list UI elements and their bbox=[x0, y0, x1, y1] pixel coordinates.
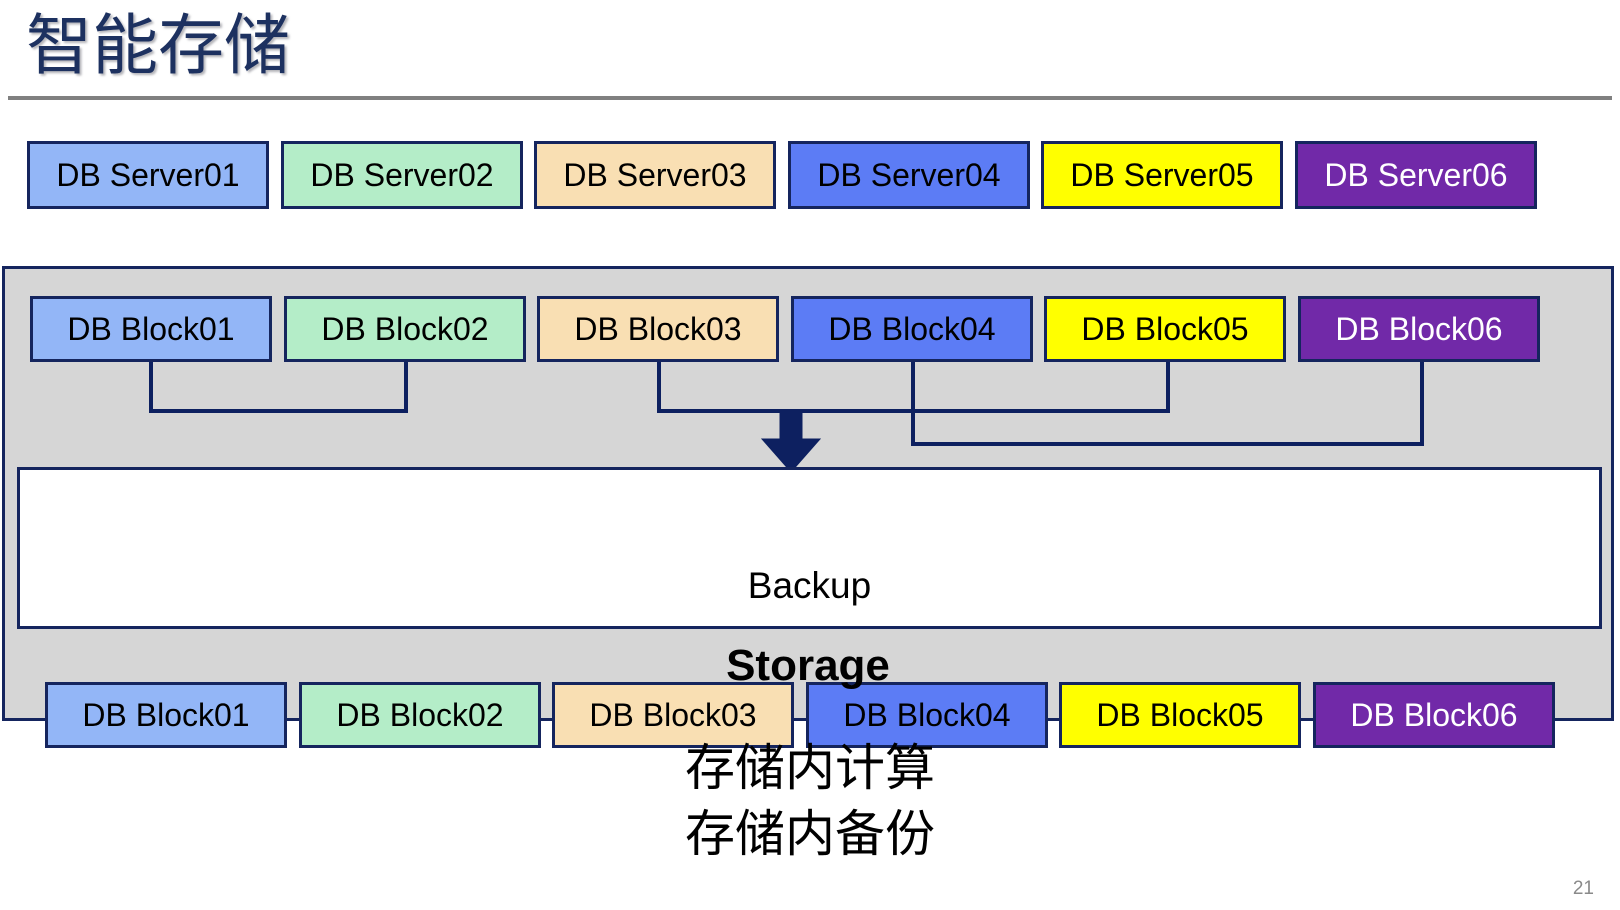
connector-block04-block06-join-segment bbox=[911, 442, 1424, 446]
db-block-backup-box-label: DB Block05 bbox=[1096, 697, 1264, 733]
connector-block03-block05-left-segment bbox=[657, 362, 661, 413]
db-block-box-1[interactable]: DB Block01 bbox=[30, 296, 272, 362]
storage-container: DB Block01 DB Block02 DB Block03 DB Block04… bbox=[2, 266, 1614, 748]
title-divider bbox=[8, 96, 1612, 100]
db-server-box-label: DB Server04 bbox=[817, 157, 1001, 193]
db-server-box-label: DB Server05 bbox=[1070, 157, 1254, 193]
db-block-box-2[interactable]: DB Block02 bbox=[284, 296, 526, 362]
connector-block01-block02-join-segment bbox=[149, 409, 408, 413]
db-block-box-label: DB Block05 bbox=[1081, 311, 1249, 347]
db-block-backup-box-1[interactable]: DB Block01 bbox=[45, 682, 287, 748]
backup-arrow-icon bbox=[760, 410, 822, 478]
backup-label: Backup bbox=[747, 565, 872, 606]
db-block-backup-box-label: DB Block02 bbox=[336, 697, 504, 733]
page-title: 智能存储 bbox=[26, 8, 290, 82]
db-block-box-6[interactable]: DB Block06 bbox=[1298, 296, 1540, 362]
db-block-box-label: DB Block06 bbox=[1335, 311, 1503, 347]
db-block-backup-box-label: DB Block01 bbox=[82, 697, 250, 733]
db-server-box-label: DB Server02 bbox=[310, 157, 494, 193]
connector-block04-block06-right-segment bbox=[1420, 362, 1424, 446]
db-server-box-2[interactable]: DB Server02 bbox=[281, 141, 523, 209]
db-server-box-4[interactable]: DB Server04 bbox=[788, 141, 1030, 209]
db-server-box-5[interactable]: DB Server05 bbox=[1041, 141, 1283, 209]
caption-line-1: 存储内计算 bbox=[685, 740, 935, 796]
connector-block04-block06-left-segment bbox=[911, 362, 915, 446]
db-block-backup-box-6[interactable]: DB Block06 bbox=[1313, 682, 1555, 748]
db-block-box-label: DB Block03 bbox=[574, 311, 742, 347]
db-server-box-label: DB Server01 bbox=[56, 157, 240, 193]
db-server-box-1[interactable]: DB Server01 bbox=[27, 141, 269, 209]
connector-block01-block02-right-segment bbox=[404, 362, 408, 413]
db-server-box-label: DB Server06 bbox=[1324, 157, 1508, 193]
db-block-box-5[interactable]: DB Block05 bbox=[1044, 296, 1286, 362]
db-block-backup-box-label: DB Block04 bbox=[843, 697, 1011, 733]
db-block-backup-box-label: DB Block06 bbox=[1350, 697, 1518, 733]
db-server-box-3[interactable]: DB Server03 bbox=[534, 141, 776, 209]
storage-label: Storage bbox=[726, 641, 890, 690]
db-block-box-3[interactable]: DB Block03 bbox=[537, 296, 779, 362]
backup-panel: DB Block01 DB Block02 DB Block03 DB Block04… bbox=[17, 467, 1602, 748]
db-block-backup-box-label: DB Block03 bbox=[589, 697, 757, 733]
caption-line-2: 存储内备份 bbox=[685, 806, 935, 862]
slide-caption: 存储内计算存储内备份 bbox=[0, 735, 1620, 867]
db-block-box-label: DB Block04 bbox=[828, 311, 996, 347]
db-block-box-label: DB Block02 bbox=[321, 311, 489, 347]
db-block-box-4[interactable]: DB Block04 bbox=[791, 296, 1033, 362]
db-server-box-6[interactable]: DB Server06 bbox=[1295, 141, 1537, 209]
page-number: 21 bbox=[1572, 878, 1594, 899]
db-server-box-label: DB Server03 bbox=[563, 157, 747, 193]
db-block-backup-box-2[interactable]: DB Block02 bbox=[299, 682, 541, 748]
db-block-backup-box-4[interactable]: DB Block04 bbox=[806, 682, 1048, 748]
db-block-backup-box-3[interactable]: DB Block03 bbox=[552, 682, 794, 748]
connector-block01-block02-left-segment bbox=[149, 362, 153, 413]
db-block-backup-box-5[interactable]: DB Block05 bbox=[1059, 682, 1301, 748]
connector-block03-block05-right-segment bbox=[1166, 362, 1170, 413]
db-block-box-label: DB Block01 bbox=[67, 311, 235, 347]
